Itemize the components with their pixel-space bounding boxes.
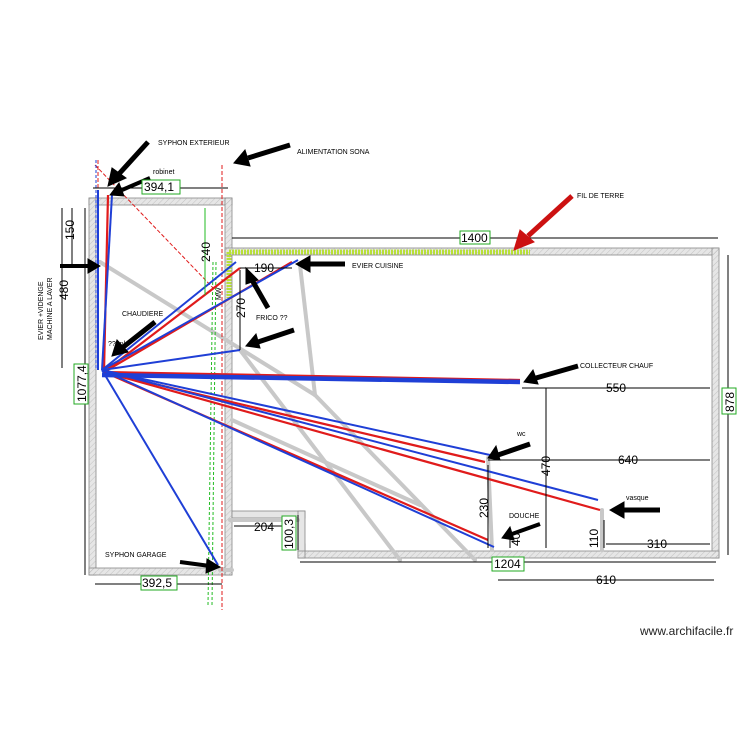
dim-1400: 1400: [461, 231, 488, 245]
arrow-fil-de-terre: [513, 194, 574, 251]
arrow-chaudiere: [111, 320, 157, 357]
arrow-douche: [501, 522, 541, 541]
arrow-frico-2: [245, 327, 295, 349]
dim-190: 190: [254, 261, 274, 275]
dim-610: 610: [596, 573, 616, 587]
label-syphon-exterieur: SYPHON EXTERIEUR: [158, 140, 230, 147]
dim-40: 40: [509, 532, 523, 546]
dim-204: 204: [254, 520, 274, 534]
arrow-frico-1: [245, 266, 271, 310]
dim-640: 640: [618, 453, 638, 467]
label-evier-cuisine: EVIER CUISINE: [352, 263, 404, 270]
label-small: ??..nl: [108, 341, 126, 348]
label-collecteur: COLLECTEUR CHAUF: [580, 363, 653, 370]
label-evier-vidange-2: MACHINE A LAVER: [47, 277, 54, 340]
dim-230: 230: [477, 498, 491, 518]
arrow-syphon-exterieur: [107, 140, 150, 187]
label-douche: DOUCHE: [509, 513, 540, 520]
arrow-collecteur: [523, 363, 579, 385]
arrow-vasque: [608, 501, 660, 519]
dim-1003: 100,3: [282, 519, 296, 549]
dim-1204: 1204: [494, 557, 521, 571]
dim-480: 480: [57, 280, 71, 300]
label-fil-de-terre: FIL DE TERRE: [577, 193, 624, 200]
pointer-arrows: [60, 140, 660, 574]
dim-10774: 1077,4: [75, 365, 89, 402]
label-vertical-small: MW: [216, 287, 223, 300]
label-evier-vidange-1: EVIER +VIDENGE: [38, 281, 45, 340]
arrow-alimentation: [233, 142, 291, 167]
label-vasque: vasque: [626, 495, 649, 502]
blue-pipes: [97, 190, 599, 566]
label-chaudiere: CHAUDIERE: [122, 311, 164, 318]
dim-270: 270: [234, 298, 248, 318]
arrow-evier-vidange: [60, 258, 101, 274]
arrow-evier-cuisine: [294, 255, 345, 273]
labels: SYPHON EXTERIEUR ALIMENTATION SONA robin…: [38, 140, 653, 559]
label-wc: wc: [516, 431, 526, 438]
label-frico: FRICO ??: [256, 315, 288, 322]
dim-470: 470: [539, 456, 553, 476]
drain-pipes: [98, 260, 604, 572]
label-alimentation: ALIMENTATION SONA: [297, 149, 370, 156]
brand-watermark: www.archifacile.fr: [640, 624, 734, 638]
dim-110: 110: [587, 529, 601, 548]
dim-878: 878: [723, 392, 737, 412]
arrow-wc: [487, 441, 531, 461]
dim-550: 550: [606, 381, 626, 395]
dimension-texts: 394,1 1400 150 480 240 190 270 1077,4 55…: [57, 179, 737, 591]
dim-310: 310: [647, 537, 667, 551]
dim-150: 150: [63, 220, 77, 240]
dim-240: 240: [199, 242, 213, 262]
label-robinet: robinet: [153, 169, 174, 176]
dim-3925: 392,5: [142, 576, 172, 590]
arrow-syphon-garage: [179, 558, 222, 574]
label-syphon-garage: SYPHON GARAGE: [105, 552, 167, 559]
red-pipes: [102, 194, 601, 542]
dim-394: 394,1: [144, 180, 174, 194]
